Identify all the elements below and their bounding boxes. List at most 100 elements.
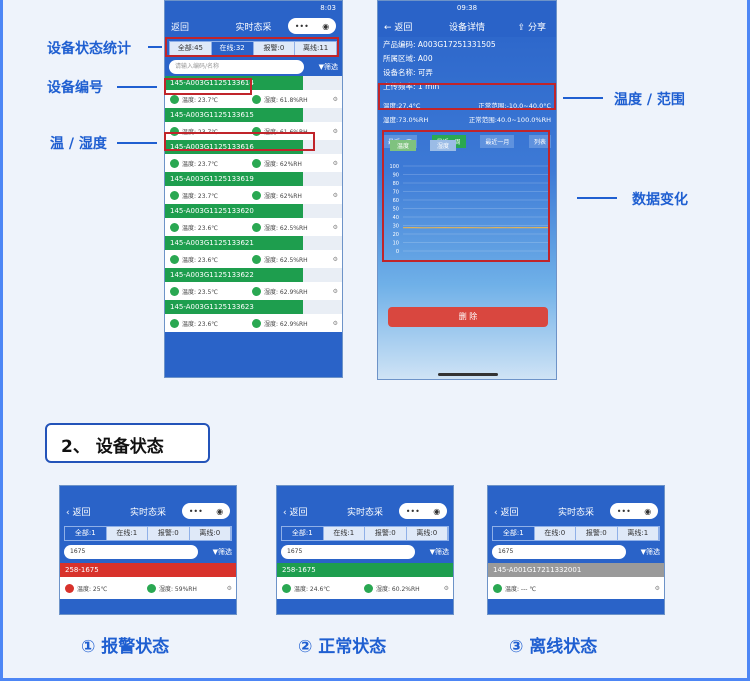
device-code-bar[interactable]: 145-A001G17211332001 <box>488 563 664 577</box>
chart-tab-temp <box>390 140 416 151</box>
device-code-bar[interactable]: 145-A003G1125133620 <box>165 204 342 218</box>
status-tab[interactable]: 全部:1 <box>282 527 324 540</box>
close-circle-icon[interactable]: ◉ <box>322 21 330 31</box>
settings-icon[interactable]: ⚙ <box>332 95 338 103</box>
device-code-bar[interactable]: 145-A003G1125133622 <box>165 268 342 282</box>
device-code-bar[interactable]: 145-A003G1125133623 <box>165 300 342 314</box>
capsule-menu[interactable]: ••• ◉ <box>399 503 447 519</box>
search-input[interactable]: 1675 <box>281 545 415 559</box>
tab-list[interactable]: 列表 <box>528 135 551 148</box>
back-button[interactable]: ‹ 返回 <box>494 508 519 518</box>
filter-icon[interactable]: ▼ <box>212 548 218 556</box>
settings-icon[interactable]: ⚙ <box>332 127 338 135</box>
search-input[interactable]: 请输入编码/名称 <box>169 60 304 74</box>
humidity-icon <box>252 158 261 168</box>
y-tick-label: 60 <box>393 198 399 204</box>
more-icon[interactable]: ••• <box>188 506 203 516</box>
tab-alarm[interactable]: 报警:0 <box>253 42 296 55</box>
filter-icon[interactable]: ▼ <box>429 548 435 556</box>
settings-icon[interactable]: ⚙ <box>332 223 338 231</box>
device-code-bar[interactable]: 145-A003G1125133615 <box>165 108 342 122</box>
share-button[interactable]: ⇪ 分享 <box>518 20 546 33</box>
tab-month[interactable]: 最近一月 <box>480 135 515 148</box>
filter-button[interactable]: ▼筛选 <box>304 62 338 72</box>
more-icon[interactable]: ••• <box>616 506 631 516</box>
y-tick-label: 80 <box>393 181 399 187</box>
chart-tab-temp-label: 温度 <box>397 142 409 150</box>
close-circle-icon[interactable]: ◉ <box>216 506 224 516</box>
device-code-bar[interactable]: 145-A003G1125133621 <box>165 236 342 250</box>
tab-all[interactable]: 全部:45 <box>170 42 212 55</box>
back-button[interactable]: ‹ 返回 <box>283 508 308 518</box>
capsule-menu[interactable]: ••• ◉ <box>288 18 336 34</box>
settings-icon[interactable]: ⚙ <box>332 191 338 199</box>
settings-icon[interactable]: ⚙ <box>443 584 449 592</box>
status-tab[interactable]: 全部:1 <box>493 527 535 540</box>
share-icon[interactable]: ⇪ <box>517 23 526 33</box>
delete-button[interactable]: 删 除 <box>388 307 548 327</box>
filter-button[interactable]: ▼筛选 <box>415 547 449 557</box>
highlight-range <box>378 83 556 110</box>
capsule-menu[interactable]: ••• ◉ <box>610 503 658 519</box>
search-input[interactable]: 1675 <box>64 545 198 559</box>
status-tab[interactable]: 在线:1 <box>106 527 148 540</box>
humi-reading: 湿度: 62.9%RH <box>264 320 308 328</box>
info-frequency: 上传频率: 1 min <box>383 82 440 91</box>
status-tab[interactable]: 离线:0 <box>189 527 231 540</box>
status-tab[interactable]: 在线:1 <box>323 527 365 540</box>
settings-icon[interactable]: ⚙ <box>332 319 338 327</box>
settings-icon[interactable]: ⚙ <box>332 159 338 167</box>
device-reading-row[interactable]: 温度: --- ℃⚙ <box>488 577 664 599</box>
device-code-bar[interactable]: 258-1675 <box>277 563 453 577</box>
more-icon[interactable]: ••• <box>294 21 309 31</box>
back-label: 返回 <box>394 23 413 33</box>
capsule-menu[interactable]: ••• ◉ <box>182 503 230 519</box>
status-tab[interactable]: 报警:0 <box>365 527 407 540</box>
humi-reading: 湿度: 62%RH <box>264 192 302 200</box>
back-button[interactable]: ‹ 返回 <box>66 508 91 518</box>
back-button[interactable]: ← 返回 <box>384 23 413 33</box>
settings-icon[interactable]: ⚙ <box>654 584 660 592</box>
search-input[interactable]: 1675 <box>492 545 626 559</box>
status-tab[interactable]: 全部:1 <box>65 527 107 540</box>
status-tab[interactable]: 离线:1 <box>617 527 659 540</box>
device-reading-row[interactable]: 温度: 23.7℃ 湿度: 62%RH ⚙ <box>165 186 342 204</box>
status-bar <box>277 486 453 500</box>
more-icon[interactable]: ••• <box>405 506 420 516</box>
status-tab[interactable]: 在线:0 <box>534 527 576 540</box>
filter-icon[interactable]: ▼ <box>318 63 324 71</box>
thermometer-icon <box>170 254 179 264</box>
device-code-bar[interactable]: 145-A003G1125133619 <box>165 172 342 186</box>
filter-button[interactable]: ▼筛选 <box>626 547 660 557</box>
status-tab[interactable]: 报警:0 <box>148 527 190 540</box>
settings-icon[interactable]: ⚙ <box>332 255 338 263</box>
humi-reading: 湿度: 59%RH <box>159 585 197 593</box>
filter-button[interactable]: ▼筛选 <box>198 547 232 557</box>
humidity-icon <box>252 254 261 264</box>
thermometer-icon <box>170 94 179 104</box>
status-tab[interactable]: 离线:0 <box>406 527 448 540</box>
temp-reading: 温度: 23.7℃ <box>182 192 219 200</box>
tab-online[interactable]: 在线:32 <box>211 42 254 55</box>
humi-value: 湿度:73.0%RH <box>383 116 429 124</box>
tab-offline[interactable]: 离线:11 <box>295 42 337 55</box>
status-tab[interactable]: 报警:0 <box>576 527 618 540</box>
temp-reading: 温度: 23.6℃ <box>182 224 219 232</box>
device-code-bar[interactable]: 258-1675 <box>60 563 236 577</box>
close-circle-icon[interactable]: ◉ <box>644 506 652 516</box>
settings-icon[interactable]: ⚙ <box>332 287 338 295</box>
settings-icon[interactable]: ⚙ <box>226 584 232 592</box>
filter-icon[interactable]: ▼ <box>640 548 646 556</box>
humi-reading: 湿度: 62%RH <box>264 160 302 168</box>
back-button[interactable]: 返回 <box>171 23 190 33</box>
close-circle-icon[interactable]: ◉ <box>433 506 441 516</box>
